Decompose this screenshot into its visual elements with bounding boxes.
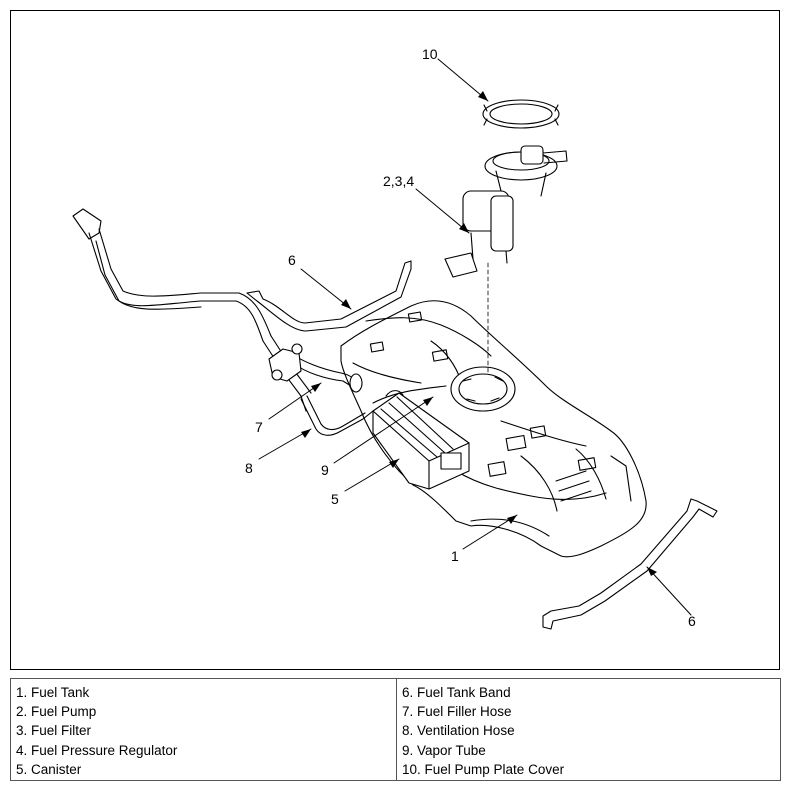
legend-item: 6. Fuel Tank Band [402, 685, 511, 700]
fuel-system-exploded-view: 10 2,3,4 6 7 8 9 5 1 6 [72, 46, 718, 630]
ventilation-hose [300, 395, 374, 436]
callout-8: 8 [245, 460, 253, 476]
fuel-filler-hose [268, 343, 363, 393]
legend-item: 7. Fuel Filler Hose [402, 704, 512, 720]
fuel-tank-band-lower [542, 498, 718, 630]
legend-item: 3. Fuel Filter [16, 723, 92, 739]
callout-5: 5 [331, 491, 339, 507]
callout-1: 1 [451, 548, 459, 564]
callout-9: 9 [321, 462, 329, 478]
callout-10: 10 [422, 46, 438, 62]
legend-item: 8. Ventilation Hose [402, 723, 515, 739]
legend-item: 1. Fuel Tank [16, 685, 90, 700]
legend-item: 9. Vapor Tube [402, 742, 486, 758]
legend-item: 2. Fuel Pump [16, 704, 97, 720]
fuel-filler-pipe [72, 208, 312, 412]
callout-7: 7 [255, 419, 263, 435]
fuel-pump-plate-cover [482, 99, 560, 129]
legend-column-right: 6. Fuel Tank Band 7. Fuel Filler Hose 8.… [397, 679, 780, 780]
leader-arrowheads [301, 91, 657, 576]
callout-2-3-4: 2,3,4 [383, 173, 414, 189]
legend-item: 5. Canister [16, 761, 82, 777]
vapor-tube [372, 385, 447, 404]
fuel-tank [340, 300, 647, 558]
fuel-pump-assembly [444, 145, 568, 374]
fuel-tank-band-upper [246, 260, 412, 332]
diagram-frame: 10 2,3,4 6 7 8 9 5 1 6 [10, 10, 780, 670]
legend-item: 4. Fuel Pressure Regulator [16, 742, 178, 758]
legend-item: 10. Fuel Pump Plate Cover [402, 761, 565, 777]
canister [372, 390, 470, 490]
legend-column-left: 1. Fuel Tank 2. Fuel Pump 3. Fuel Filter… [11, 679, 397, 780]
parts-legend-table: 1. Fuel Tank 2. Fuel Pump 3. Fuel Filter… [10, 678, 781, 781]
callout-6-lower: 6 [688, 613, 696, 629]
callout-6-upper: 6 [288, 252, 296, 268]
